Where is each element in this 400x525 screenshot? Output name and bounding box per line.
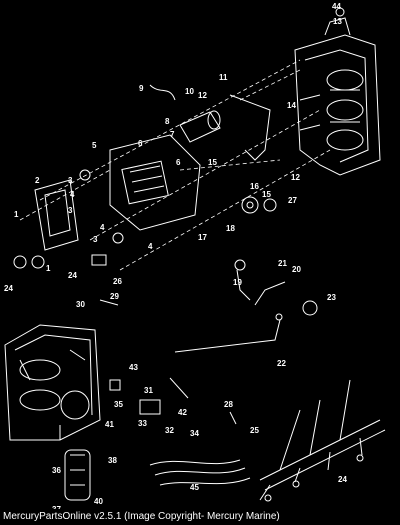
callout-6b: 6 [176, 158, 181, 167]
starter-motor [64, 449, 91, 501]
callout-15b: 15 [262, 190, 271, 199]
callout-23: 23 [327, 293, 336, 302]
callout-4b: 4 [100, 223, 105, 232]
callout-24c: 24 [338, 475, 347, 484]
callout-4c: 4 [148, 242, 153, 251]
callout-42: 42 [178, 408, 187, 417]
callout-12b: 12 [291, 173, 300, 182]
callout-14: 14 [287, 101, 296, 110]
callout-24a: 24 [68, 271, 77, 280]
callout-26: 26 [113, 277, 122, 286]
wire-bundle-45 [149, 459, 251, 486]
wiring-harness [259, 379, 386, 502]
callout-5: 5 [92, 141, 97, 150]
callout-15a: 15 [208, 158, 217, 167]
callout-19: 19 [233, 278, 242, 287]
callout-18: 18 [226, 224, 235, 233]
engine-block-lower [4, 324, 101, 441]
callout-1b: 1 [46, 264, 51, 273]
callout-20: 20 [292, 265, 301, 274]
callout-17: 17 [198, 233, 207, 242]
callout-45: 45 [190, 483, 199, 492]
callout-4a: 4 [70, 190, 75, 199]
callout-40: 40 [94, 497, 103, 506]
callout-35: 35 [114, 400, 123, 409]
callout-33: 33 [138, 419, 147, 428]
copyright-caption: MercuryPartsOnline v2.5.1 (Image Copyrig… [0, 509, 400, 525]
callout-3a: 3 [68, 176, 73, 185]
callout-16: 16 [250, 182, 259, 191]
callout-21: 21 [278, 259, 287, 268]
small-parts [13, 84, 318, 425]
callout-3b: 3 [68, 206, 73, 215]
callout-44: 44 [332, 2, 341, 11]
callout-2: 2 [35, 176, 40, 185]
callout-30: 30 [76, 300, 85, 309]
callout-25: 25 [250, 426, 259, 435]
callout-labels: 44 13 9 10 11 12 8 14 7 6 5 2 3 4 3 1 15… [4, 2, 347, 514]
assembly-lines [19, 59, 331, 271]
callout-32: 32 [165, 426, 174, 435]
engine-block-upper [294, 7, 381, 176]
callout-8: 8 [165, 117, 170, 126]
electrical-plate [109, 134, 201, 231]
callout-36: 36 [52, 466, 61, 475]
callout-3c: 3 [93, 235, 98, 244]
callout-38: 38 [108, 456, 117, 465]
callout-10: 10 [185, 87, 194, 96]
callout-13: 13 [333, 17, 342, 26]
callout-27: 27 [288, 196, 297, 205]
callout-41: 41 [105, 420, 114, 429]
callout-6a: 6 [138, 139, 143, 148]
callout-28: 28 [224, 400, 233, 409]
callout-29: 29 [110, 292, 119, 301]
callout-31: 31 [144, 386, 153, 395]
bracket-11 [229, 94, 271, 161]
cable-22 [174, 313, 283, 353]
left-bracket [34, 179, 79, 251]
callout-9: 9 [139, 84, 144, 93]
callout-22: 22 [277, 359, 286, 368]
callout-34: 34 [190, 429, 199, 438]
coil-cylinder [179, 110, 221, 143]
callout-43: 43 [129, 363, 138, 372]
callout-24b: 24 [4, 284, 13, 293]
callout-12a: 12 [198, 91, 207, 100]
callout-11: 11 [219, 73, 228, 82]
callout-1a: 1 [14, 210, 19, 219]
callout-7: 7 [170, 130, 175, 139]
